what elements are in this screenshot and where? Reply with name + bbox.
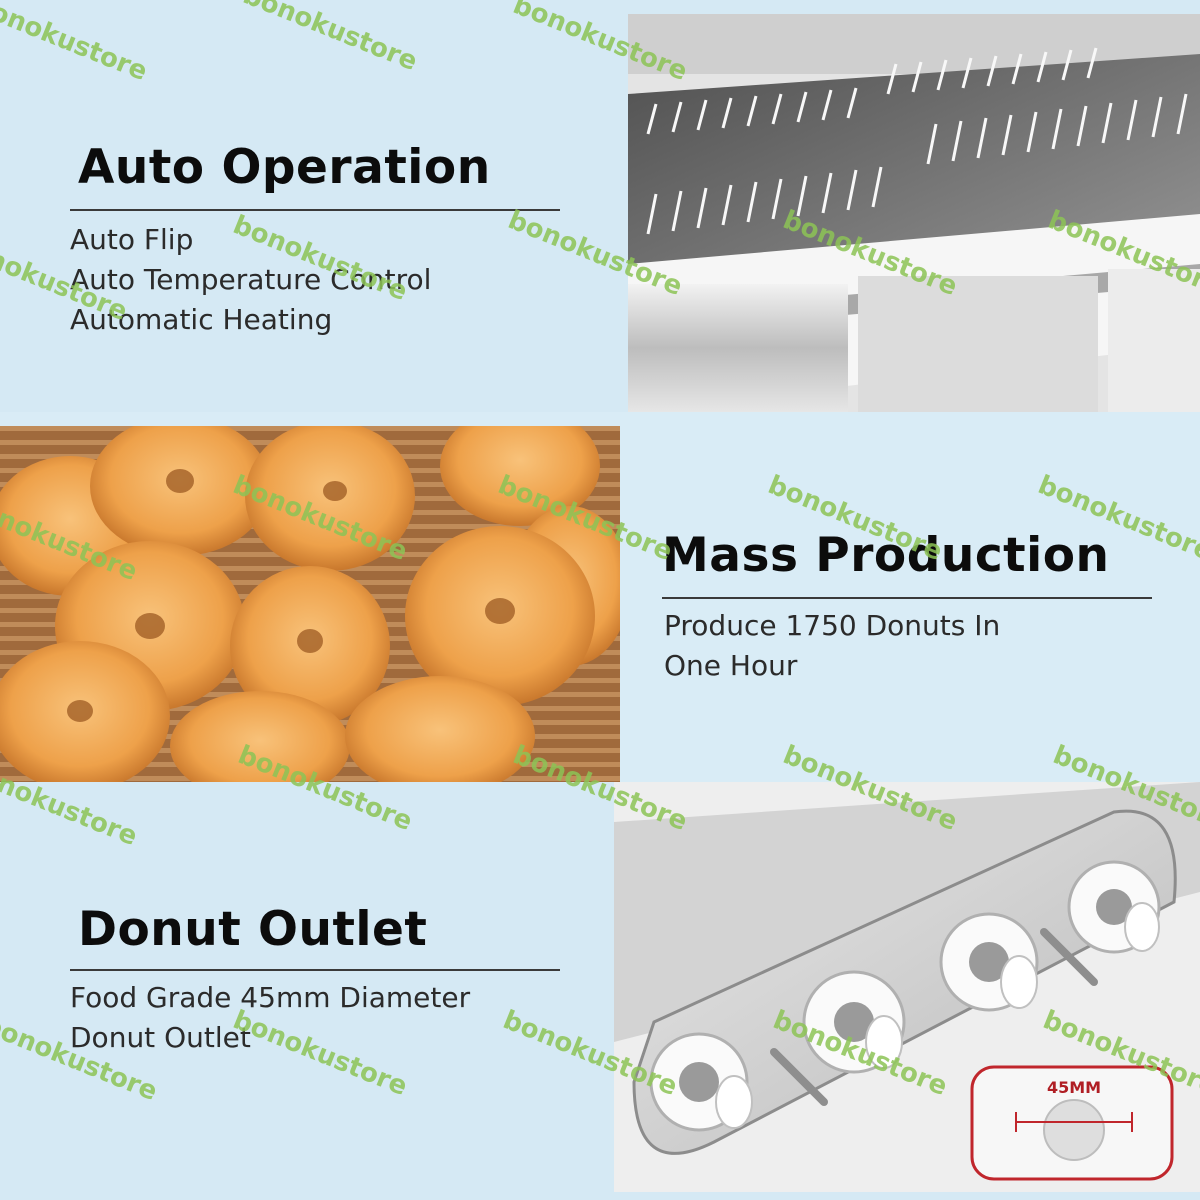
heading-underline xyxy=(70,969,560,971)
feature-line: Auto Temperature Control xyxy=(70,263,432,296)
feature-line: Produce 1750 Donuts In xyxy=(664,609,1001,642)
auto-operation-heading: Auto Operation xyxy=(78,140,491,195)
feature-line: Donut Outlet xyxy=(70,1021,251,1054)
feature-line: Auto Flip xyxy=(70,223,194,256)
feature-line: Automatic Heating xyxy=(70,303,333,336)
heading-underline xyxy=(662,597,1152,599)
mass-production-description: Produce 1750 Donuts In One Hour xyxy=(664,606,1000,686)
sugared-donuts-photo xyxy=(0,426,620,782)
diameter-label: 45MM xyxy=(1046,1078,1102,1097)
feature-line: Food Grade 45mm Diameter xyxy=(70,981,471,1014)
auto-operation-description: Auto Flip Auto Temperature Control Autom… xyxy=(70,220,431,340)
feature-line: One Hour xyxy=(664,649,798,682)
donut-outlet-description: Food Grade 45mm Diameter Donut Outlet xyxy=(70,978,470,1058)
mass-production-heading: Mass Production xyxy=(662,528,1110,583)
donut-outlet-photo: 45MM xyxy=(614,782,1200,1192)
fryer-conveyor-photo xyxy=(628,14,1200,412)
donut-outlet-heading: Donut Outlet xyxy=(78,902,428,957)
heading-underline xyxy=(70,209,560,211)
